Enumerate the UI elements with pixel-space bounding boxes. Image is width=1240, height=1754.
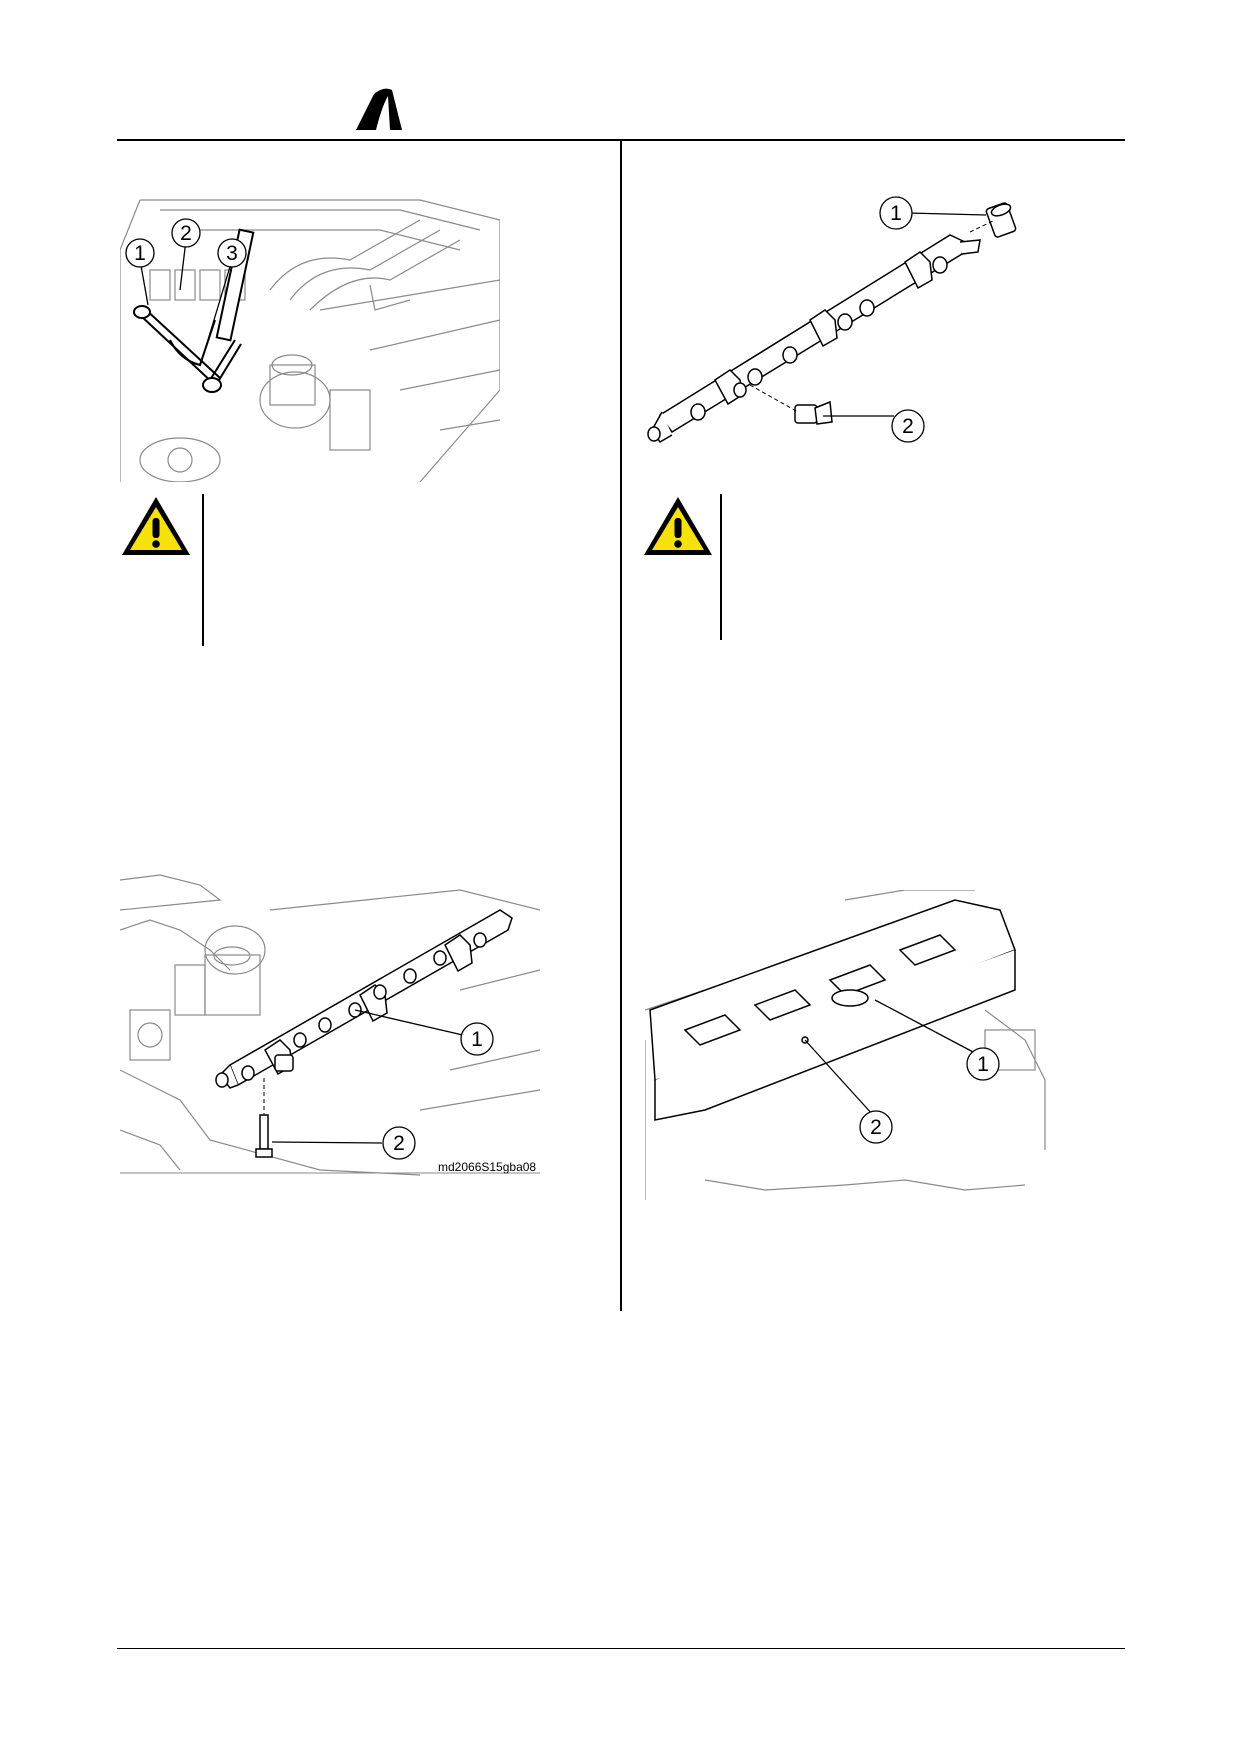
center-divider bbox=[620, 141, 622, 1311]
header-rule bbox=[117, 139, 1125, 141]
warning-block-left bbox=[120, 494, 210, 644]
footer-rule bbox=[117, 1648, 1125, 1649]
figure-injector-pipe-removal: 1 2 3 bbox=[120, 190, 500, 482]
callout-2: 2 bbox=[180, 222, 192, 245]
warning-block-right bbox=[642, 494, 732, 644]
callout-1: 1 bbox=[890, 202, 902, 225]
warning-triangle-icon bbox=[644, 497, 712, 555]
warning-divider-left bbox=[202, 494, 204, 646]
figure-code-caption: md2066S15gba08 bbox=[438, 1160, 536, 1174]
callout-2: 2 bbox=[902, 415, 914, 438]
brand-logo-icon bbox=[354, 86, 404, 132]
callout-1: 1 bbox=[134, 242, 146, 265]
figure-fuel-rail-mounting: 1 2 md2066S15gba08 bbox=[120, 870, 540, 1180]
callout-1: 1 bbox=[977, 1053, 989, 1076]
callout-3: 3 bbox=[226, 242, 238, 265]
warning-triangle-icon bbox=[122, 497, 190, 555]
callout-1: 1 bbox=[471, 1028, 483, 1051]
figure-fuel-rail-plugs: 1 2 bbox=[640, 190, 1060, 452]
callout-2: 2 bbox=[870, 1116, 882, 1139]
callout-2: 2 bbox=[393, 1132, 405, 1155]
figure-rocker-cover: 1 2 bbox=[645, 890, 1065, 1200]
warning-divider-right bbox=[720, 494, 722, 640]
